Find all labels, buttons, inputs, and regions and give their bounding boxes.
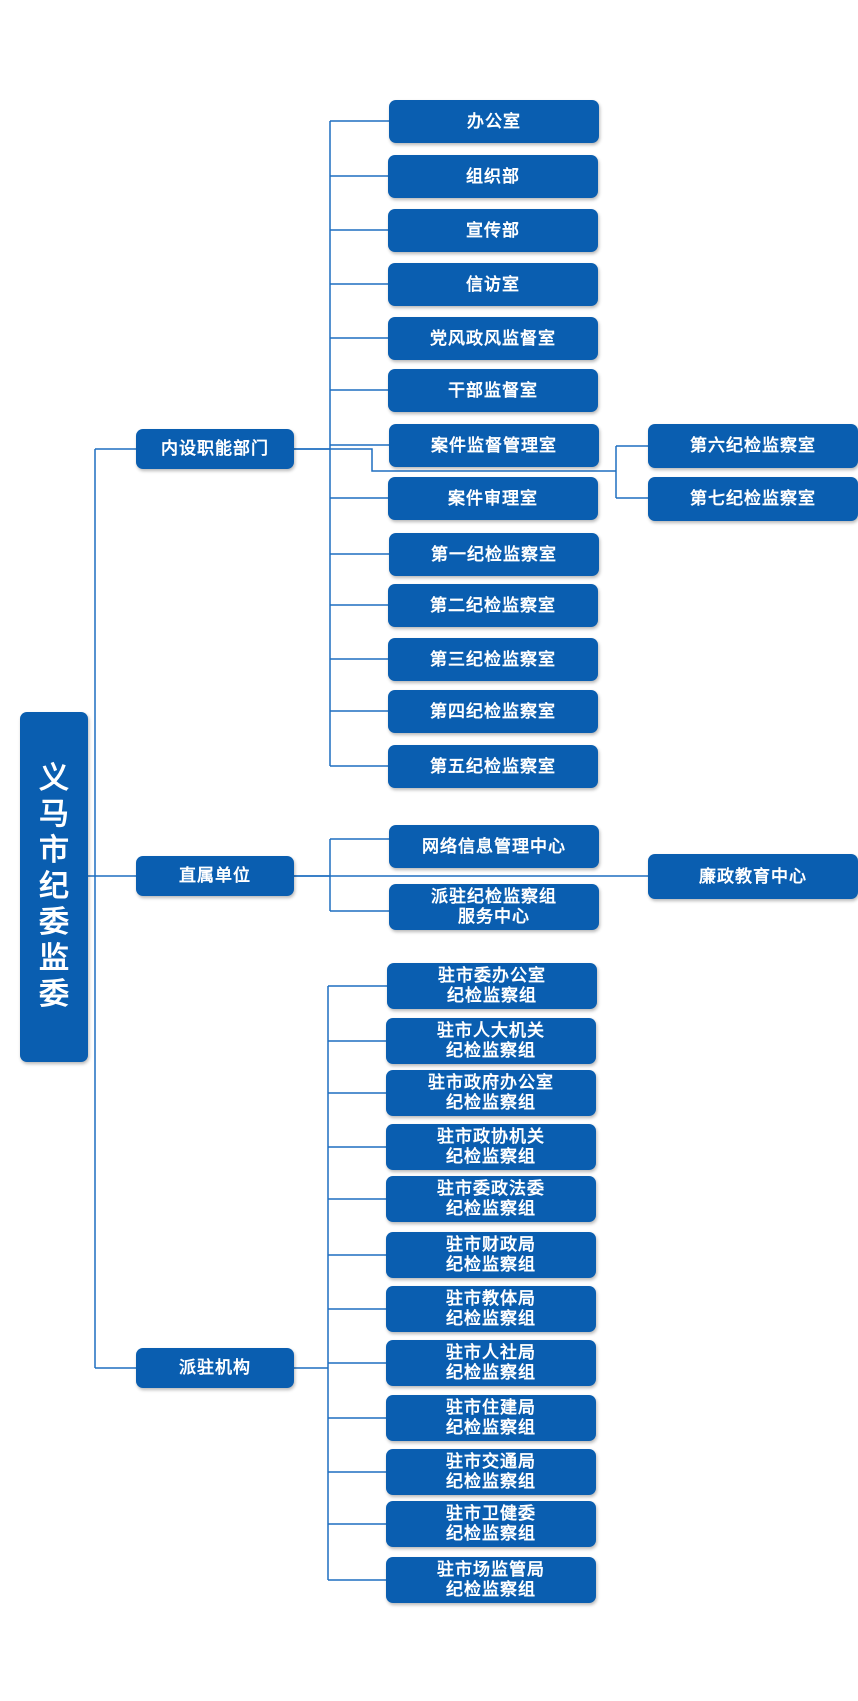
- direct-branches: [330, 838, 389, 912]
- stationed-line1: 驻市人社局: [446, 1343, 536, 1363]
- dept-box-extra: 第六纪检监察室: [648, 424, 858, 468]
- stationed-line1: 驻市政府办公室: [428, 1073, 554, 1093]
- stationed-line1: 驻市政协机关: [437, 1127, 545, 1147]
- stationed-line2: 纪检监察组: [446, 1472, 536, 1492]
- stationed-line2: 纪检监察组: [446, 1580, 536, 1600]
- stationed-line2: 纪检监察组: [446, 1363, 536, 1383]
- stationed-line2: 纪检监察组: [446, 1041, 536, 1061]
- stationed-group-box: 驻市人大机关 纪检监察组: [386, 1018, 596, 1064]
- stationed-group-box: 驻市政协机关 纪检监察组: [386, 1124, 596, 1170]
- stationed-line2: 纪检监察组: [446, 1093, 536, 1113]
- dept-box: 宣传部: [388, 209, 598, 252]
- stationed-line2: 纪检监察组: [446, 1255, 536, 1275]
- stationed-line1: 驻市场监管局: [437, 1560, 545, 1580]
- dept-box: 案件审理室: [388, 477, 598, 520]
- stationed-group-box: 驻市财政局 纪检监察组: [386, 1232, 596, 1278]
- stationed-group-box: 驻市教体局 纪检监察组: [386, 1286, 596, 1332]
- dept-box: 第四纪检监察室: [388, 690, 598, 733]
- stationed-group-box: 驻市人社局 纪检监察组: [386, 1340, 596, 1386]
- dept-box: 办公室: [389, 100, 599, 143]
- stationed-line2: 纪检监察组: [447, 986, 537, 1006]
- stationed-group-box: 驻市委办公室 纪检监察组: [387, 963, 597, 1009]
- stationed-group-box: 驻市住建局 纪检监察组: [386, 1395, 596, 1441]
- direct-unit-box: 派驻纪检监察组 服务中心: [389, 884, 599, 930]
- dept-box: 第一纪检监察室: [389, 533, 599, 576]
- stationed-group-box: 驻市卫健委 纪检监察组: [386, 1501, 596, 1547]
- internal-extra-connector: [294, 448, 616, 472]
- dept-box: 案件监督管理室: [389, 424, 599, 467]
- stationed-line1: 驻市人大机关: [437, 1021, 545, 1041]
- stationed-line2: 纪检监察组: [446, 1524, 536, 1544]
- category-internal-departments: 内设职能部门: [136, 429, 294, 469]
- dept-box: 党风政风监督室: [388, 317, 598, 360]
- root-node: 义马市纪委监委: [20, 712, 88, 1062]
- stationed-line2: 纪检监察组: [446, 1309, 536, 1329]
- stationed-line1: 驻市教体局: [446, 1289, 536, 1309]
- stationed-group-box: 驻市场监管局 纪检监察组: [386, 1557, 596, 1603]
- category-stationed-agencies: 派驻机构: [136, 1348, 294, 1388]
- stationed-branches: [328, 985, 387, 1581]
- stationed-line1: 驻市委办公室: [438, 966, 546, 986]
- dept-box: 第二纪检监察室: [388, 584, 598, 627]
- stationed-line1: 驻市住建局: [446, 1398, 536, 1418]
- stationed-group-box: 驻市委政法委 纪检监察组: [386, 1176, 596, 1222]
- direct-unit-line1: 派驻纪检监察组: [431, 887, 557, 907]
- stationed-line1: 驻市交通局: [446, 1452, 536, 1472]
- dept-box: 信访室: [388, 263, 598, 306]
- stationed-group-box: 驻市政府办公室 纪检监察组: [386, 1070, 596, 1116]
- direct-unit-line2: 服务中心: [458, 907, 530, 927]
- dept-box: 第五纪检监察室: [388, 745, 598, 788]
- direct-extra-box: 廉政教育中心: [648, 854, 858, 899]
- dept-box: 组织部: [388, 155, 598, 198]
- dept-box-extra: 第七纪检监察室: [648, 477, 858, 521]
- internal-extra-branches: [616, 445, 648, 499]
- stationed-line1: 驻市财政局: [446, 1235, 536, 1255]
- stationed-line2: 纪检监察组: [446, 1199, 536, 1219]
- stationed-group-box: 驻市交通局 纪检监察组: [386, 1449, 596, 1495]
- stationed-line2: 纪检监察组: [446, 1418, 536, 1438]
- direct-unit-box: 网络信息管理中心: [389, 825, 599, 868]
- stationed-line1: 驻市委政法委: [437, 1179, 545, 1199]
- dept-box: 第三纪检监察室: [388, 638, 598, 681]
- category-direct-units: 直属单位: [136, 856, 294, 896]
- stationed-line1: 驻市卫健委: [446, 1504, 536, 1524]
- stationed-line2: 纪检监察组: [446, 1147, 536, 1167]
- internal-branches: [330, 120, 389, 767]
- dept-box: 干部监督室: [388, 369, 598, 412]
